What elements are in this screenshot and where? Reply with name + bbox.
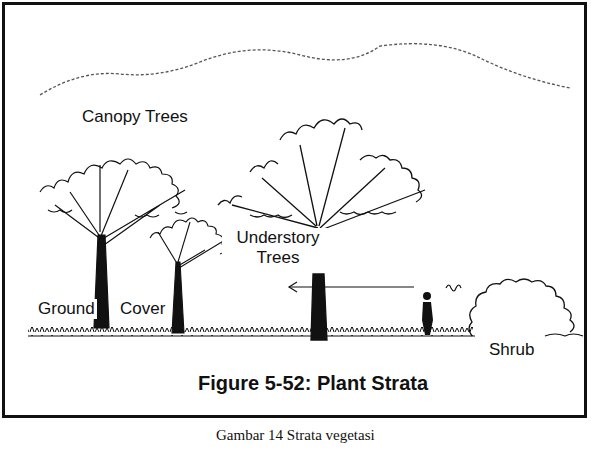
- strata-label: Cover: [118, 299, 167, 319]
- strata-label: Understory Trees: [222, 228, 334, 267]
- ground-line: [28, 334, 583, 336]
- canopy-tree: [218, 119, 425, 340]
- strata-label: Ground: [36, 299, 97, 319]
- sight-arrow: [289, 282, 461, 292]
- strata-label: Canopy Trees: [80, 107, 190, 127]
- figure-caption: Gambar 14 Strata vegetasi: [216, 427, 375, 444]
- figure-title: Figure 5-52: Plant Strata: [196, 372, 430, 395]
- hill-outline: [40, 44, 570, 95]
- strata-label: Shrub: [487, 340, 536, 360]
- person-figure: [422, 292, 433, 335]
- shrub-outline: [469, 279, 574, 336]
